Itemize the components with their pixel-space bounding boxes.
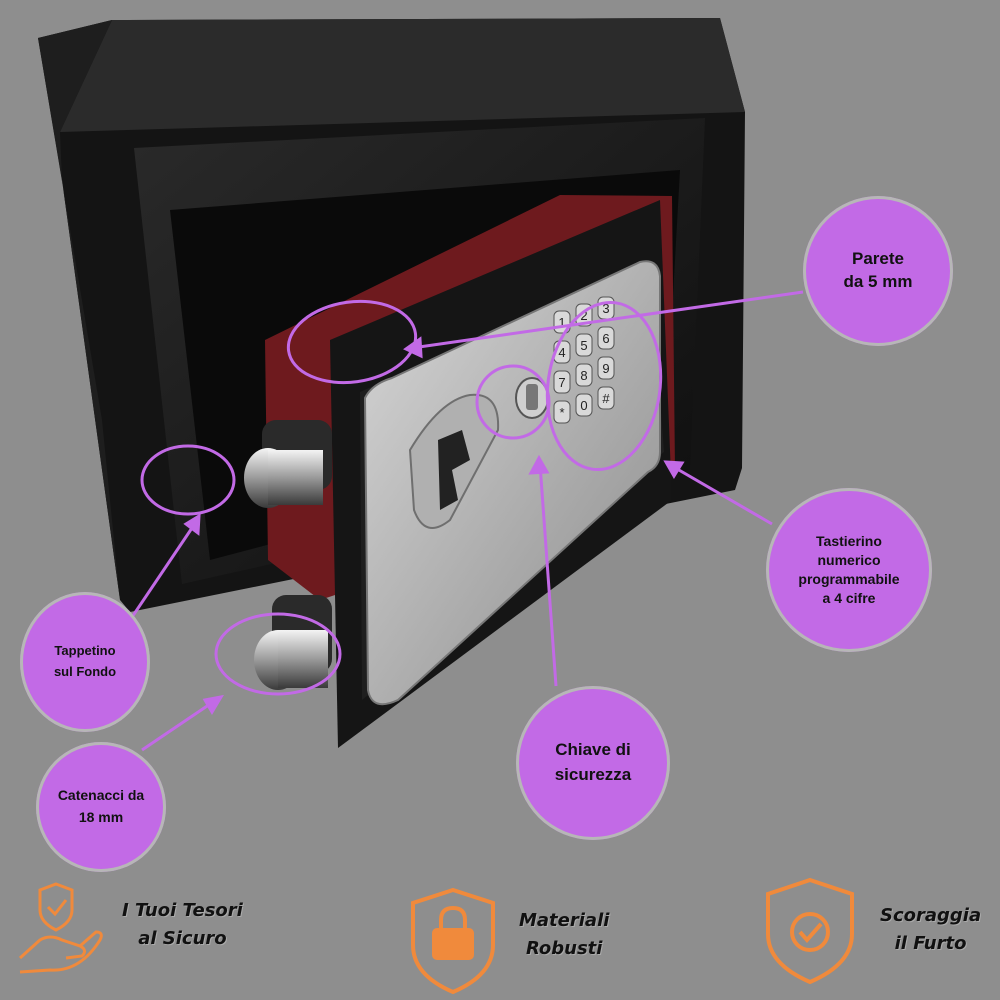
keypad-key-label: 1 — [558, 315, 565, 330]
keypad-key — [575, 393, 593, 417]
keypad-key — [553, 370, 571, 394]
keypad-key — [597, 356, 615, 380]
keypad-key-label: 0 — [580, 398, 587, 413]
keypad-key-label: 7 — [558, 375, 565, 390]
callout-bolts: Catenacci da 18 mm — [36, 742, 166, 872]
keypad-key-label: 6 — [602, 331, 609, 346]
keypad-key — [575, 333, 593, 357]
keypad-key — [553, 400, 571, 424]
keypad-key — [597, 326, 615, 350]
keypad-key-label: 4 — [558, 345, 565, 360]
keypad-key-label: 9 — [602, 361, 609, 376]
callout-bottom-mat: Tappetino sul Fondo — [20, 592, 150, 732]
feature-robust-materials: Materiali Robusti — [405, 885, 609, 985]
feature-label: Materiali Robusti — [519, 910, 610, 959]
check-shield-icon — [766, 877, 854, 985]
hand-shield-icon-slot — [20, 880, 104, 970]
check-shield-icon-slot — [764, 880, 854, 980]
callout-security-key: Chiave di sicurezza — [516, 686, 670, 840]
callout-wall-thickness: Parete da 5 mm — [803, 196, 953, 346]
callout-highlights — [140, 299, 663, 696]
keypad-key-label: # — [602, 391, 610, 406]
feature-label: Scoraggia il Furto — [880, 905, 982, 954]
keypad-key-label: 2 — [580, 308, 587, 323]
keypad-key-label: 5 — [580, 338, 587, 353]
callout-keypad: Tastierino numerico programmabile a 4 ci… — [766, 488, 932, 652]
keypad-key-label: 3 — [602, 301, 609, 316]
padlock-shield-icon — [411, 887, 495, 995]
hand-shield-icon — [18, 882, 103, 974]
keypad-key — [597, 386, 615, 410]
feature-theft-deterrent: Scoraggia il Furto — [764, 880, 981, 980]
callout-arrows — [120, 290, 804, 752]
padlock-shield-icon-slot — [405, 885, 495, 985]
keypad-key — [575, 363, 593, 387]
feature-label: I Tuoi Tesori al Sicuro — [122, 900, 243, 949]
keypad-key-label: * — [559, 405, 564, 420]
locking-bolts — [244, 420, 332, 690]
feature-treasures-safe: I Tuoi Tesori al Sicuro — [20, 880, 243, 970]
keypad-key-label: 8 — [580, 368, 587, 383]
